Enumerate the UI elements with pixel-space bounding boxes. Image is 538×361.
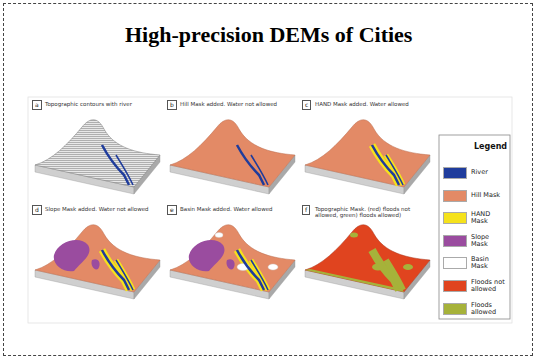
panel-letter: a [35, 102, 39, 108]
legend-text-wrap: Floods not allowed [471, 279, 507, 294]
legend-swatch [443, 235, 467, 247]
legend-swatch [443, 167, 467, 179]
panel-caption: HAND Mask added. Water allowed [315, 101, 427, 107]
legend-text: Floods allowed [471, 302, 507, 317]
panel-letter-box: a [32, 100, 42, 110]
panel-letter: e [170, 207, 174, 213]
panel-caption: Hill Mask added. Water not allowed [180, 101, 292, 107]
legend-text-wrap: Basin Mask [471, 256, 507, 271]
legend-swatch [443, 257, 467, 269]
legend-swatch [443, 280, 467, 292]
legend-swatch [443, 212, 467, 224]
legend-text: Basin Mask [471, 256, 507, 271]
panel-caption: Topographic Mask. (red) floods not allow… [315, 206, 427, 218]
panel-letter: f [305, 207, 307, 213]
panel-letter: c [305, 102, 308, 108]
legend-text-wrap: River [471, 169, 507, 176]
legend-text-wrap: Floods allowed [471, 302, 507, 317]
panel-caption-wrap: Slope Mask added. Water not allowed [45, 206, 157, 212]
panel-caption: Basin Mask added. Water allowed [180, 206, 292, 212]
legend-text: Floods not allowed [471, 279, 507, 294]
title-wrap: High-precision DEMs of Cities [125, 22, 412, 48]
title: High-precision DEMs of Cities [125, 22, 412, 48]
legend-text: Slope Mask [471, 234, 507, 249]
panel-letter-box: d [32, 205, 42, 215]
legend-text: River [471, 169, 507, 176]
panel-letter-box: b [167, 100, 177, 110]
panel-caption-wrap: HAND Mask added. Water allowed [315, 101, 427, 107]
panel-caption-wrap: Hill Mask added. Water not allowed [180, 101, 292, 107]
legend-text: Hill Mask [471, 192, 507, 199]
legend-heading-wrap: Legend [474, 142, 507, 151]
panel-caption-wrap: Topographic Mask. (red) floods not allow… [315, 206, 427, 218]
panel-caption-wrap: Topographic contours with river [45, 101, 157, 107]
legend-text-wrap: Slope Mask [471, 234, 507, 249]
panel-letter: d [35, 207, 39, 213]
panel-caption-wrap: Basin Mask added. Water allowed [180, 206, 292, 212]
legend-text-wrap: HAND Mask [471, 211, 507, 226]
panel-letter-box: e [167, 205, 177, 215]
panel-letter-box: c [302, 100, 311, 110]
legend-text-wrap: Hill Mask [471, 192, 507, 199]
panel-caption: Slope Mask added. Water not allowed [45, 206, 157, 212]
legend-swatch [443, 303, 467, 315]
panel-caption: Topographic contours with river [45, 101, 157, 107]
legend-text: HAND Mask [471, 211, 507, 226]
legend-swatch [443, 190, 467, 202]
panel-letter: b [170, 102, 174, 108]
panel-letter-box: f [302, 205, 310, 215]
legend-heading: Legend [474, 142, 507, 151]
